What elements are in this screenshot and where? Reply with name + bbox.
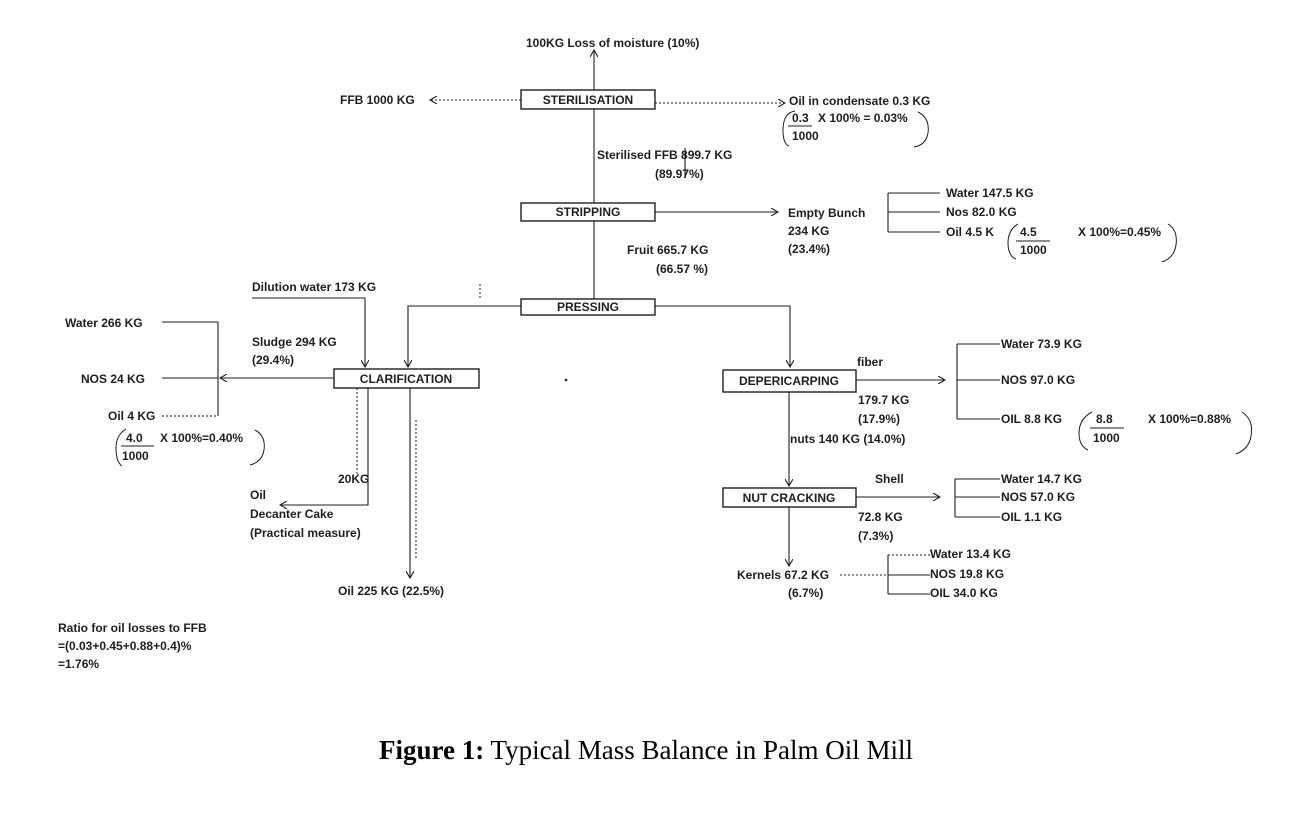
empty-bunch-nos: Nos 82.0 KG: [946, 205, 1017, 219]
kernels-oil: OIL 34.0 KG: [930, 586, 998, 600]
dilution-water-label: Dilution water 173 KG: [252, 280, 376, 294]
sludge-calc-numerator: 4.0: [126, 431, 143, 445]
fiber-oil: OIL 8.8 KG: [1001, 412, 1062, 426]
scan-dot: [564, 378, 568, 382]
sludge-label: Sludge 294 KG: [252, 335, 337, 349]
sterilised-ffb-label: Sterilised FFB 899.7 KG: [597, 148, 732, 162]
sludge-water: Water 266 KG: [65, 316, 143, 330]
sterilisation-label: STERILISATION: [543, 93, 633, 107]
sterilised-ffb-pct: (89.97%): [655, 167, 704, 181]
box-nut-cracking: NUT CRACKING: [722, 487, 857, 508]
fruit-label: Fruit 665.7 KG: [627, 243, 708, 257]
ratio-line-2: =(0.03+0.45+0.88+0.4)%: [58, 639, 192, 653]
figure-caption-text: Typical Mass Balance in Palm Oil Mill: [484, 735, 914, 765]
fiber-calc-denominator: 1000: [1093, 431, 1120, 445]
sludge-open-paren: [115, 428, 127, 467]
decanter-cake-arrow: [280, 388, 369, 505]
condensate-calc-expr: X 100% = 0.03%: [818, 111, 908, 125]
figure-caption: Figure 1: Typical Mass Balance in Palm O…: [0, 735, 1292, 766]
box-stripping: STRIPPING: [520, 202, 656, 222]
figure-caption-label: Figure 1:: [378, 735, 485, 765]
shell-nos: NOS 57.0 KG: [1001, 490, 1075, 504]
decanter-cake-line2: Decanter Cake: [250, 507, 334, 521]
condensate-calc-denominator: 1000: [792, 129, 819, 143]
empty-bunch-calc-denominator: 1000: [1020, 243, 1047, 257]
box-pressing: PRESSING: [520, 298, 656, 316]
decanter-cake-line3: (Practical measure): [250, 526, 361, 540]
empty-bunch-calc-expr: X 100%=0.45%: [1078, 225, 1161, 239]
condensate-oil-label: Oil in condensate 0.3 KG: [789, 94, 930, 108]
fruit-pct: (66.57 %): [656, 262, 708, 276]
decanter-cake-qty: 20KG: [338, 472, 369, 486]
empty-bunch-calc-numerator: 4.5: [1020, 225, 1037, 239]
fiber-nos: NOS 97.0 KG: [1001, 373, 1075, 387]
nut-cracking-label: NUT CRACKING: [743, 491, 836, 505]
connectors: [162, 50, 1000, 595]
sludge-close-paren: [249, 429, 265, 466]
ratio-line-1: Ratio for oil losses to FFB: [58, 621, 207, 635]
sludge-oil: Oil 4 KG: [108, 409, 155, 423]
kernels-label: Kernels 67.2 KG: [737, 568, 829, 582]
empty-bunch-label: Empty Bunch: [788, 206, 865, 220]
shell-pct: (7.3%): [858, 529, 893, 543]
empty-bunch-pct: (23.4%): [788, 242, 830, 256]
fiber-calc-numerator: 8.8: [1096, 412, 1113, 426]
fiber-open-paren: [1078, 411, 1093, 451]
sludge-calc-expr: X 100%=0.40%: [160, 431, 243, 445]
sludge-pct: (29.4%): [252, 353, 294, 367]
depericarping-label: DEPERICARPING: [739, 374, 839, 388]
box-clarification: CLARIFICATION: [333, 368, 480, 389]
sludge-calc-denominator: 1000: [122, 449, 149, 463]
condensate-open-paren: [782, 110, 796, 147]
kernels-nos: NOS 19.8 KG: [930, 567, 1004, 581]
stripping-label: STRIPPING: [556, 205, 621, 219]
empty-bunch-close-paren: [1161, 223, 1177, 263]
condensate-close-paren: [913, 111, 929, 148]
empty-bunch-water: Water 147.5 KG: [946, 186, 1034, 200]
dilution-water-arrow: [252, 297, 365, 367]
box-depericarping: DEPERICARPING: [722, 369, 857, 393]
moisture-loss-label: 100KG Loss of moisture (10%): [526, 36, 699, 50]
shell-label: Shell: [875, 472, 904, 486]
box-sterilisation: STERILISATION: [520, 89, 656, 110]
ffb-input-label: FFB 1000 KG: [340, 93, 415, 107]
pressing-to-depericarping: [655, 305, 790, 367]
clarification-label: CLARIFICATION: [360, 372, 452, 386]
decanter-cake-line1: Oil: [250, 488, 266, 502]
nuts-label: nuts 140 KG (14.0%): [790, 432, 905, 446]
shell-water: Water 14.7 KG: [1001, 472, 1082, 486]
fiber-kg: 179.7 KG: [858, 393, 909, 407]
fiber-calc-expr: X 100%=0.88%: [1148, 412, 1231, 426]
pressing-to-clarification: [408, 305, 521, 367]
condensate-calc-numerator: 0.3: [792, 111, 809, 125]
kernels-water: Water 13.4 KG: [930, 547, 1011, 561]
shell-kg: 72.8 KG: [858, 510, 903, 524]
fiber-label: fiber: [857, 355, 883, 369]
kernels-pct: (6.7%): [788, 586, 823, 600]
sludge-nos: NOS 24 KG: [81, 372, 145, 386]
shell-oil: OIL 1.1 KG: [1001, 510, 1062, 524]
pressing-label: PRESSING: [557, 300, 619, 314]
empty-bunch-kg: 234 KG: [788, 224, 829, 238]
empty-bunch-open-paren: [1007, 223, 1019, 260]
fiber-close-paren: [1235, 411, 1253, 455]
ratio-line-3: =1.76%: [58, 657, 99, 671]
fiber-pct: (17.9%): [858, 412, 900, 426]
empty-bunch-oil: Oil 4.5 K: [946, 225, 994, 239]
oil-output-label: Oil 225 KG (22.5%): [338, 584, 444, 598]
fiber-water: Water 73.9 KG: [1001, 337, 1082, 351]
